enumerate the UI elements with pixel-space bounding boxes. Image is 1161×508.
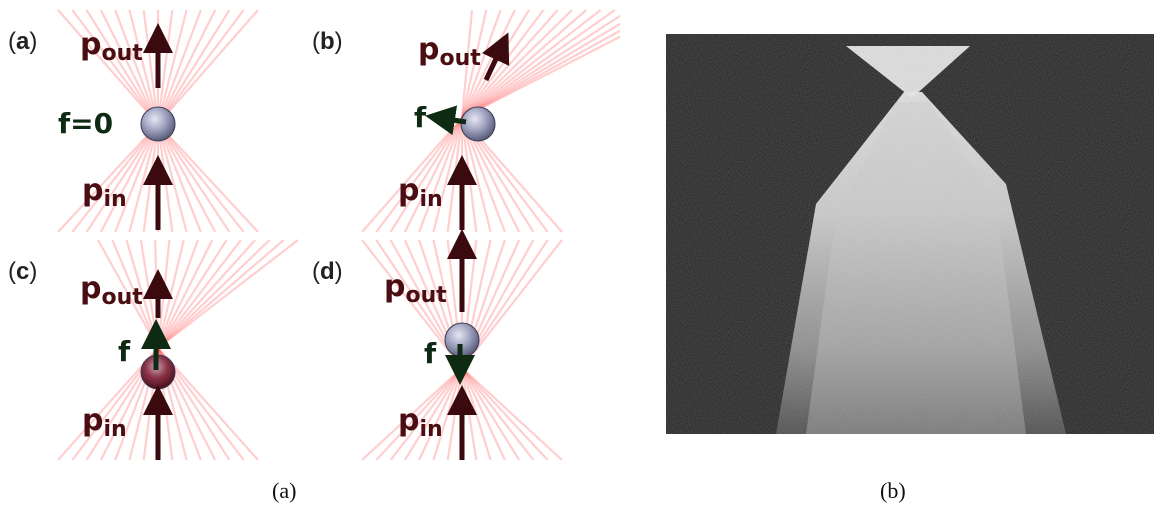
incoming-ray-b <box>418 117 464 233</box>
incoming-ray-a <box>57 123 159 233</box>
outgoing-ray-b <box>460 9 488 119</box>
panel-label-c: (c) <box>8 258 38 285</box>
caption-right: (b) <box>880 478 906 503</box>
outgoing-ray-b <box>461 9 573 119</box>
panel-label-b: (b) <box>312 28 343 55</box>
p-out-label-b: pout <box>418 32 481 71</box>
sphere-a <box>140 106 176 142</box>
incoming-ray-a <box>157 123 259 233</box>
outgoing-ray-b <box>461 9 616 119</box>
outgoing-ray-b <box>461 9 602 119</box>
incoming-ray-b <box>375 117 463 233</box>
sphere-b <box>460 106 496 142</box>
caption-left: (a) <box>272 478 297 503</box>
outgoing-ray-b <box>461 9 588 119</box>
incoming-ray-a <box>99 123 159 233</box>
outgoing-ray-c <box>157 239 242 349</box>
outgoing-ray-a <box>157 9 245 125</box>
p-out-label-c: pout <box>80 271 143 310</box>
outgoing-ray-a <box>57 9 159 125</box>
outgoing-ray-a <box>128 9 160 125</box>
incoming-ray-a <box>157 123 245 233</box>
outgoing-ray-c <box>157 239 256 349</box>
p-out-label-a: pout <box>80 27 143 66</box>
force-arrow-b <box>425 105 467 136</box>
force-label-c: f <box>118 335 131 368</box>
incoming-ray-a <box>156 123 202 233</box>
incoming-ray-b <box>403 117 463 233</box>
outgoing-ray-a <box>71 9 159 125</box>
incoming-ray-a <box>114 123 160 233</box>
force-label-a: f=0 <box>58 107 114 140</box>
outgoing-ray-b <box>460 9 502 119</box>
p-in-label-b: pin <box>398 173 443 212</box>
outgoing-ray-c <box>157 239 214 349</box>
incoming-ray-a <box>71 123 159 233</box>
outgoing-ray-c <box>157 239 271 349</box>
outgoing-ray-a <box>157 9 231 125</box>
p-in-label-c: pin <box>82 403 127 442</box>
panel-label-d: (d) <box>312 258 343 285</box>
light-cone-photo <box>666 34 1154 434</box>
force-label-b: f <box>414 101 427 134</box>
p-out-label-d: pout <box>384 269 447 308</box>
outgoing-ray-b <box>461 29 620 119</box>
outgoing-ray-b <box>461 9 559 119</box>
incoming-ray-d <box>461 367 549 460</box>
p-out-arrow-b <box>482 32 510 82</box>
p-in-label-d: pin <box>398 403 443 442</box>
p-in-label-a: pin <box>82 173 127 212</box>
outgoing-ray-b <box>461 35 620 119</box>
optical-trap-diagram <box>57 9 620 460</box>
outgoing-ray-c <box>157 239 299 349</box>
outgoing-ray-a <box>157 9 217 125</box>
incoming-ray-b <box>389 117 463 233</box>
outgoing-ray-d <box>361 239 463 369</box>
incoming-ray-b <box>361 117 463 233</box>
outgoing-ray-c <box>157 239 285 349</box>
outgoing-ray-b <box>460 9 474 119</box>
outgoing-ray-a <box>156 9 202 125</box>
outgoing-ray-a <box>114 9 160 125</box>
outgoing-ray-d <box>461 239 563 369</box>
outgoing-ray-b <box>461 22 620 119</box>
outgoing-ray-a <box>157 9 259 125</box>
force-label-d: f <box>424 337 437 370</box>
incoming-ray-a <box>157 123 231 233</box>
incoming-ray-d <box>461 367 563 460</box>
outgoing-ray-b <box>461 14 620 119</box>
outgoing-ray-a <box>99 9 159 125</box>
incoming-ray-a <box>157 123 217 233</box>
incoming-ray-a <box>85 123 159 233</box>
panel-label-a: (a) <box>8 28 38 55</box>
outgoing-ray-a <box>85 9 159 125</box>
outgoing-ray-a <box>156 9 188 125</box>
